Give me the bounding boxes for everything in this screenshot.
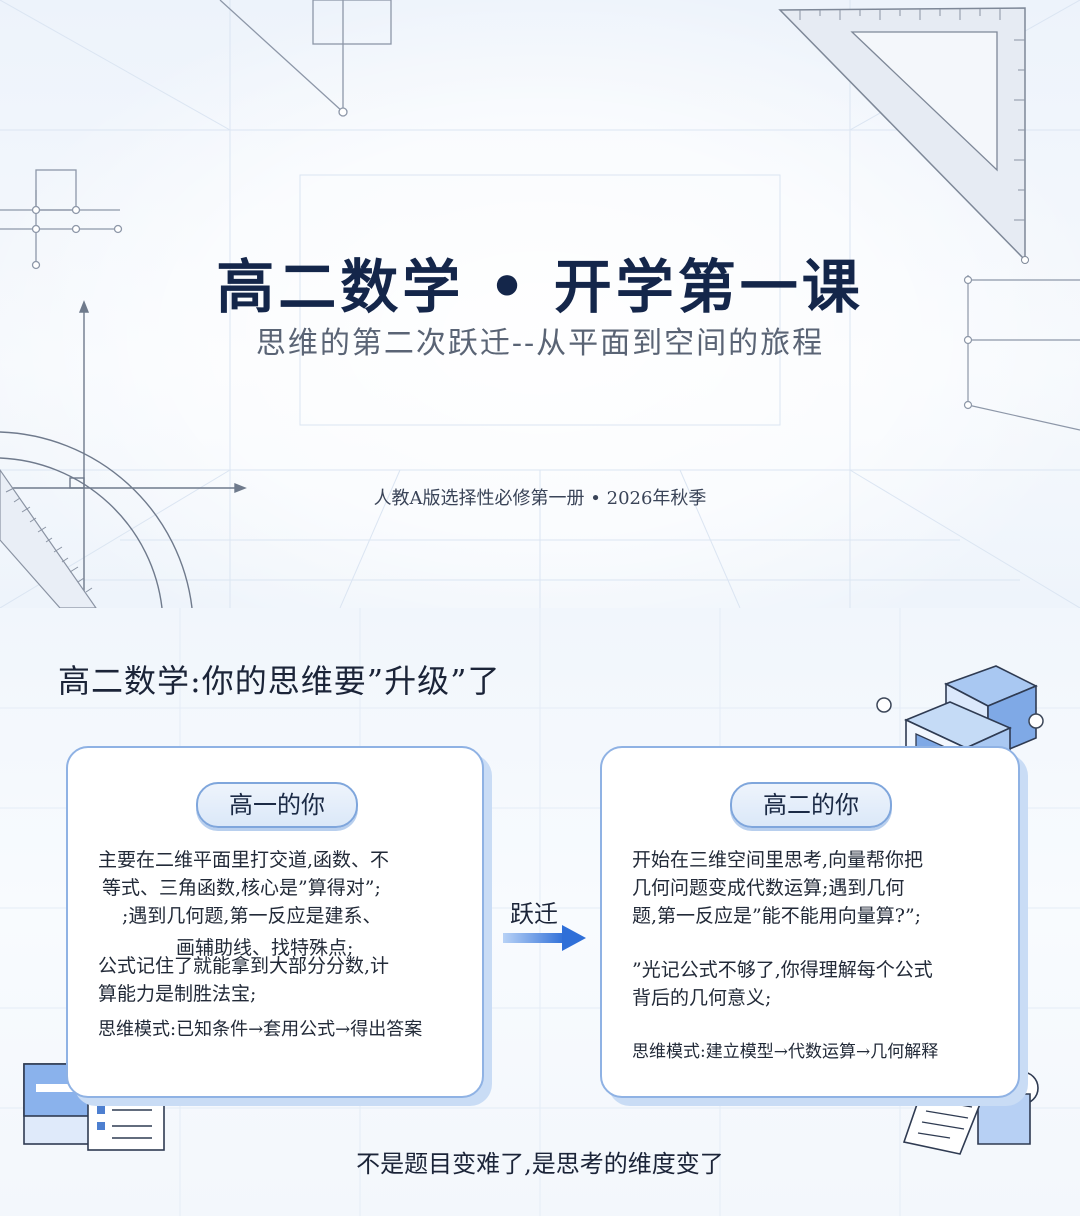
grade-one-line: 思维模式:已知条件→套用公式→得出答案 — [98, 1019, 423, 1040]
grade-one-line: 画辅助线、找特殊点; — [176, 937, 354, 959]
cover-slide: 高二数学 • 开学第一课 思维的第二次跃迁--从平面到空间的旅程 人教A版选择性… — [0, 0, 1080, 608]
grade-one-line: ;遇到几何题,第一反应是建系、 — [122, 905, 382, 927]
grade-two-line: ”光记公式不够了,你得理解每个公式 — [632, 959, 933, 981]
leap-label: 跃迁 — [510, 900, 558, 928]
grade-one-line: 等式、三角函数,核心是”算得对”; — [102, 877, 381, 899]
grade-two-line: 几何问题变成代数运算;遇到几何 — [632, 877, 905, 899]
section-heading: 高二数学:你的思维要”升级”了 — [58, 662, 501, 700]
grade-two-line: 背后的几何意义; — [632, 987, 772, 1009]
page-title: 高二数学 • 开学第一课 — [216, 253, 864, 321]
grade-one-line: 算能力是制胜法宝; — [98, 983, 257, 1005]
grade-one-card: 高一的你 主要在二维平面里打交道,函数、不 等式、三角函数,核心是”算得对”; … — [66, 746, 484, 1098]
grade-two-line: 思维模式:建立模型→代数运算→几何解释 — [632, 1042, 939, 1062]
grade-two-label: 高二的你 — [730, 782, 892, 828]
leap-arrow-icon — [503, 925, 586, 951]
notepad-decoration-icon — [902, 1071, 1039, 1155]
edition-caption: 人教A版选择性必修第一册 • 2026年秋季 — [373, 488, 707, 509]
grade-two-line: 开始在三维空间里思考,向量帮你把 — [632, 849, 924, 871]
grade-one-line: 主要在二维平面里打交道,函数、不 — [98, 849, 390, 871]
comparison-slide: 高二数学:你的思维要”升级”了 高一的你 主要在二维平面里打交道,函数、不 等式… — [0, 608, 1080, 1216]
grade-one-label: 高一的你 — [196, 782, 358, 828]
grade-two-line: 题,第一反应是”能不能用向量算?”; — [632, 905, 922, 927]
closing-statement: 不是题目变难了,是思考的维度变了 — [356, 1150, 724, 1178]
geometry-background — [0, 0, 1080, 608]
page-subtitle: 思维的第二次跃迁--从平面到空间的旅程 — [255, 326, 825, 361]
grade-two-card: 高二的你 开始在三维空间里思考,向量帮你把 几何问题变成代数运算;遇到几何 题,… — [600, 746, 1020, 1098]
grade-one-line: 公式记住了就能拿到大部分分数,计 — [98, 955, 390, 977]
